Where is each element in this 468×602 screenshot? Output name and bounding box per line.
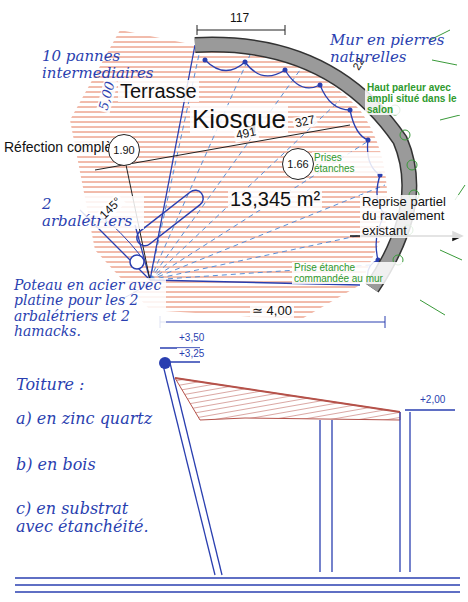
annotation-label: Poteau en acier avec platine pour les 2 …: [12, 278, 166, 340]
annotation-label: b) en bois: [14, 456, 168, 474]
annotation-label: Toiture :: [14, 376, 87, 394]
annotation-label: Terrasse: [118, 80, 199, 102]
level-circle: 1.90: [108, 134, 140, 166]
annotation-label: Haut parleur avec ampli situé dans le sa…: [365, 82, 464, 115]
annotation-label: c) en substrat avec étanchéité.: [14, 500, 158, 535]
level-value: 1.66: [287, 158, 308, 170]
annotation-label: +3,50: [177, 332, 206, 343]
annotation-label: 117: [230, 12, 249, 25]
annotation-label: +3,25: [177, 348, 206, 359]
annotation-label: 2 arbalétriers: [40, 196, 144, 229]
level-circle: 1.66: [282, 148, 314, 180]
annotation-label: Prise étanche commandée au mur: [292, 262, 406, 284]
annotation-label: Prises étanches: [312, 152, 386, 174]
annotation-label: Mur en pierres naturelles: [330, 32, 460, 65]
level-value: 1.90: [113, 144, 134, 156]
annotation-label: 13,345 m²: [228, 188, 322, 210]
annotation-label: +2,00: [418, 394, 447, 405]
annotation-label: a) en zinc quartz: [14, 410, 168, 428]
annotation-label: 10 pannes intermediaires: [42, 48, 152, 81]
annotation-label: ≃ 4,00: [250, 304, 294, 318]
annotation-label: Reprise partiel du ravalement existant: [360, 195, 464, 238]
